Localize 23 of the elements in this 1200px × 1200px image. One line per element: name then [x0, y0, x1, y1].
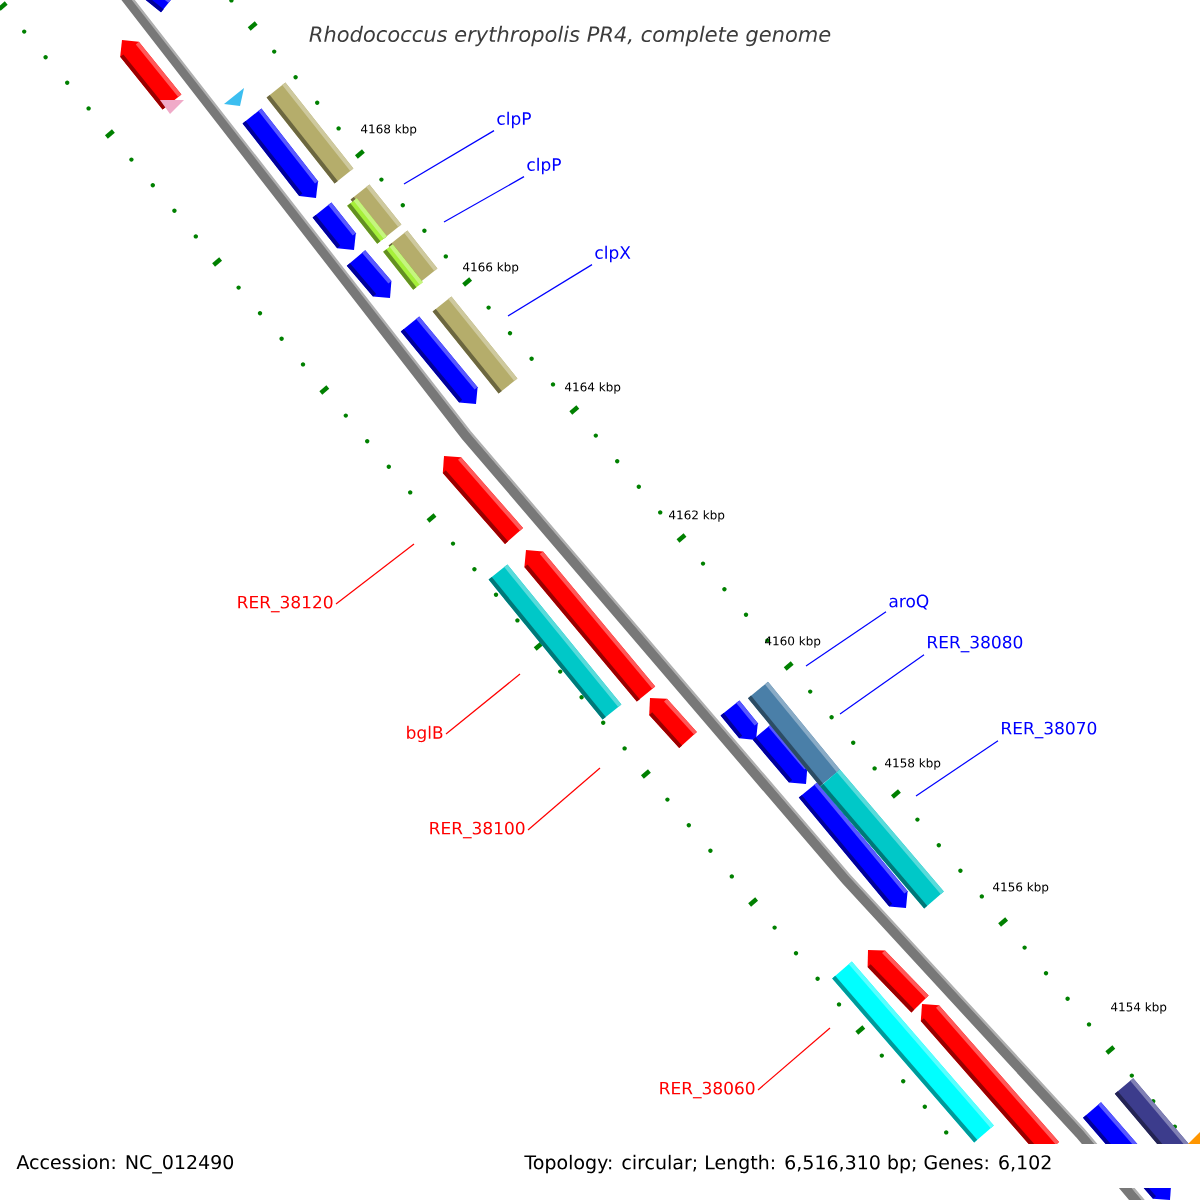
- leader-line: [527, 767, 601, 831]
- gene-label: aroQ: [889, 594, 929, 610]
- gene-label: clpP: [527, 157, 561, 175]
- gene-label: RER_38080: [928, 635, 1023, 653]
- gene-label: clpP: [497, 111, 531, 129]
- gene-label: RER_38100: [430, 821, 525, 839]
- leader-line: [445, 673, 521, 735]
- leader-line: [335, 543, 415, 605]
- leader-line: [403, 130, 495, 185]
- gene-label: RER_38060: [660, 1081, 755, 1099]
- genome-summary: Topology: circular; Length: 6,516,310 bp; Genes: 6,102: [524, 1154, 1051, 1174]
- accession-note: Accession: NC_012490: [16, 1154, 234, 1174]
- leader-line: [839, 654, 925, 715]
- gene-label: clpX: [595, 245, 631, 263]
- leader-line: [915, 740, 999, 797]
- gene-label: RER_38120: [238, 595, 333, 613]
- gene-label: bglB: [407, 725, 443, 743]
- leader-line: [443, 176, 525, 223]
- title: Rhodococcus erythropolis PR4, complete genome: [309, 25, 831, 47]
- leader-line: [757, 1027, 831, 1091]
- gene-label: RER_38070: [1002, 721, 1097, 739]
- leader-line: [507, 264, 593, 317]
- leader-line: [805, 611, 887, 667]
